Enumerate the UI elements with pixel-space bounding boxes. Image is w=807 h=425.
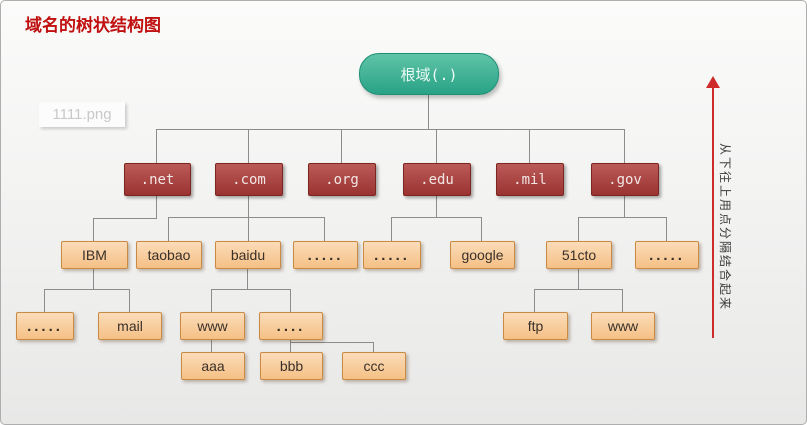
connector-line <box>168 217 325 218</box>
node-root-domain: 根域(.) <box>359 53 499 95</box>
up-arrow-head-icon <box>706 76 720 88</box>
node-bbb: bbb <box>260 352 323 380</box>
connector-line <box>44 289 129 290</box>
node-baidu: baidu <box>215 241 281 269</box>
node-tld-gov: .gov <box>591 163 659 196</box>
connector-line <box>211 289 290 290</box>
connector-line <box>578 267 579 289</box>
connector-line <box>436 129 437 163</box>
connector-line <box>211 338 212 352</box>
connector-line <box>248 129 249 163</box>
connector-line <box>44 289 45 312</box>
connector-line <box>324 217 325 241</box>
connector-line <box>156 129 624 130</box>
node-ftp: ftp <box>503 312 568 340</box>
connector-line <box>93 218 94 241</box>
connector-line <box>666 217 667 241</box>
node-aaa: aaa <box>181 352 245 380</box>
connector-line <box>534 289 535 312</box>
connector-line <box>211 289 212 312</box>
connector-line <box>622 289 623 312</box>
node-tld-mil: .mil <box>496 163 564 196</box>
connector-line <box>341 129 342 163</box>
connector-line <box>247 267 248 289</box>
connector-line <box>93 218 157 219</box>
connector-line <box>156 129 157 163</box>
arrow-annotation: 从下往上用点分隔结合起来 <box>718 143 732 312</box>
node-tld-net: .net <box>124 163 191 196</box>
node-tld-com: .com <box>215 163 283 196</box>
connector-line <box>391 217 482 218</box>
connector-line <box>290 289 291 312</box>
connector-line <box>129 289 130 312</box>
connector-line <box>428 93 429 129</box>
connector-line <box>290 338 291 352</box>
node-51cto: 51cto <box>546 241 612 269</box>
connector-line <box>529 129 530 163</box>
watermark-label: 1111.png <box>39 102 125 127</box>
connector-line <box>578 217 579 241</box>
connector-line <box>168 217 169 241</box>
node-www-51cto: www <box>591 312 655 340</box>
connector-line <box>93 267 94 289</box>
node-ellipsis-com: ..... <box>293 241 358 269</box>
node-ellipsis-edu: ..... <box>363 241 421 269</box>
node-ccc: ccc <box>342 352 406 380</box>
node-ibm: IBM <box>61 241 128 269</box>
connector-line <box>624 194 625 217</box>
connector-line <box>578 217 666 218</box>
connector-line <box>373 342 374 352</box>
connector-line <box>534 289 622 290</box>
node-ellipsis-baidu: .... <box>259 312 323 340</box>
node-ellipsis-ibm: ..... <box>16 312 74 340</box>
connector-line <box>436 194 437 217</box>
node-mail: mail <box>98 312 162 340</box>
connector-line <box>290 342 373 343</box>
node-tld-org: .org <box>308 163 376 196</box>
up-arrow-line <box>712 85 714 338</box>
page-title: 域名的树状结构图 <box>25 16 161 35</box>
node-taobao: taobao <box>136 241 202 269</box>
connector-line <box>391 217 392 241</box>
node-ellipsis-gov: ..... <box>635 241 699 269</box>
connector-line <box>156 194 157 218</box>
node-tld-edu: .edu <box>403 163 471 196</box>
node-google: google <box>450 241 515 269</box>
connector-line <box>624 129 625 163</box>
connector-line <box>481 217 482 241</box>
node-www-baidu: www <box>180 312 245 340</box>
